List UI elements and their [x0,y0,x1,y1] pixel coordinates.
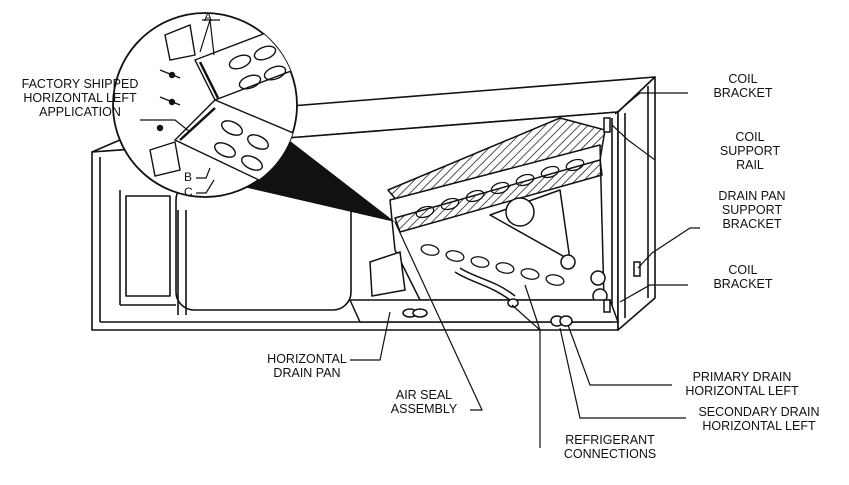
label-coil-support-rail-line-2: SUPPORT [719,144,781,158]
label-drain-pan-support-bracket-line-1: DRAIN PAN [718,189,786,203]
label-coil-support-rail: COIL SUPPORT RAIL [695,130,805,172]
label-air-seal-assembly-line-2: ASSEMBLY [390,402,458,416]
label-coil-bracket-bottom: COIL BRACKET [688,263,798,291]
label-drain-pan-support-bracket-line-3: BRACKET [722,217,782,231]
label-secondary-drain-line-1: SECONDARY DRAIN [698,405,820,419]
label-secondary-drain: SECONDARY DRAIN HORIZONTAL LEFT [684,405,834,433]
label-factory-shipped-line-1: FACTORY SHIPPED [21,77,139,91]
label-horizontal-drain-pan-line-1: HORIZONTAL [267,352,347,366]
coil-brackets [603,117,641,313]
label-coil-bracket-bottom-line-2: BRACKET [713,277,773,291]
leader-lines [140,19,700,448]
label-coil-support-rail-line-1: COIL [735,130,765,144]
detail-circle [112,12,395,222]
label-air-seal-assembly-line-1: AIR SEAL [395,388,453,402]
horizontal-drain-pan [348,251,620,327]
label-air-seal-assembly: AIR SEAL ASSEMBLY [378,388,470,416]
label-horizontal-drain-pan-line-2: DRAIN PAN [273,366,341,380]
label-refrigerant-connections-line-1: REFRIGERANT [565,433,655,447]
detail-letter-b: B [184,170,193,184]
label-secondary-drain-line-2: HORIZONTAL LEFT [702,419,816,433]
label-drain-pan-support-bracket: DRAIN PAN SUPPORT BRACKET [692,189,812,231]
label-factory-shipped-line-2: HORIZONTAL LEFT [23,91,137,105]
label-drain-pan-support-bracket-line-2: SUPPORT [721,203,783,217]
label-refrigerant-connections-line-2: CONNECTIONS [563,447,657,461]
detail-letter-a: A [204,10,213,24]
label-primary-drain-line-1: PRIMARY DRAIN [692,370,792,384]
label-horizontal-drain-pan: HORIZONTAL DRAIN PAN [252,352,362,380]
label-factory-shipped-line-3: APPLICATION [39,105,121,119]
label-coil-bracket-top-line-1: COIL [728,72,758,86]
label-coil-bracket-top: COIL BRACKET [688,72,798,100]
label-refrigerant-connections: REFRIGERANT CONNECTIONS [555,433,665,461]
label-coil-bracket-top-line-2: BRACKET [713,86,773,100]
label-coil-bracket-bottom-line-1: COIL [728,263,758,277]
label-factory-shipped: FACTORY SHIPPED HORIZONTAL LEFT APPLICAT… [10,77,150,119]
label-primary-drain-line-2: HORIZONTAL LEFT [685,384,799,398]
detail-letter-c: C [184,185,193,199]
label-coil-support-rail-line-3: RAIL [736,158,764,172]
label-primary-drain: PRIMARY DRAIN HORIZONTAL LEFT [672,370,812,398]
